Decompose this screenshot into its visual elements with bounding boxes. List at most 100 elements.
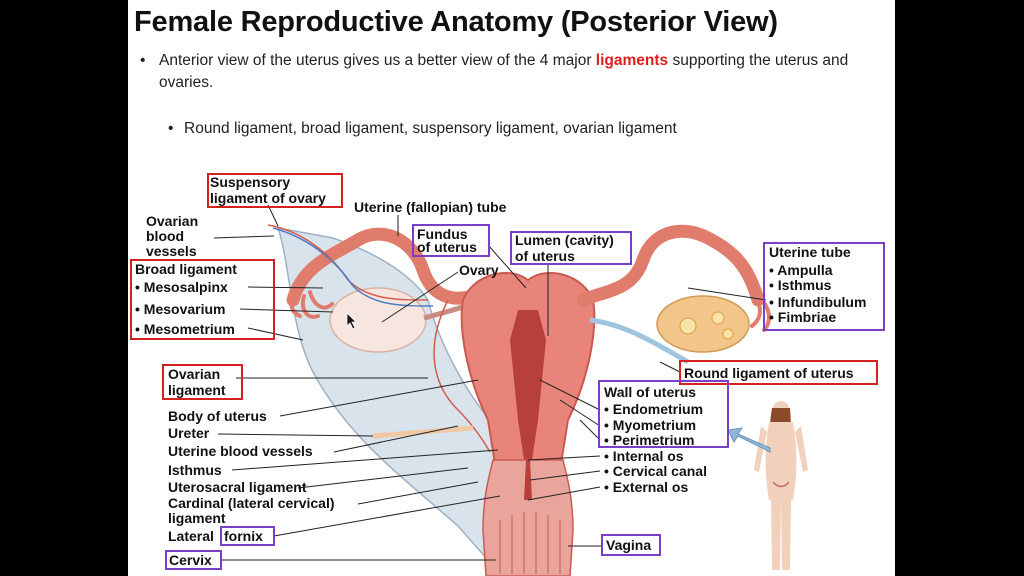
label-uterine-tube-box: Uterine tube bbox=[769, 244, 851, 260]
bullet-ligament-list-text: Round ligament, broad ligament, suspenso… bbox=[184, 120, 677, 137]
label-ovarian-vessels-3: vessels bbox=[146, 243, 197, 259]
leader-lateral-fornix bbox=[273, 495, 501, 537]
label-ovarian-ligament-1: Ovarian bbox=[168, 366, 220, 382]
label-uterine-tube: Uterine (fallopian) tube bbox=[354, 199, 507, 215]
label-ovarian-ligament-2: ligament bbox=[168, 382, 226, 398]
leader-round-ligament bbox=[659, 361, 681, 373]
label-perimetrium: • Perimetrium bbox=[604, 432, 695, 448]
label-ovary: Ovary bbox=[459, 262, 499, 278]
mouse-cursor bbox=[346, 312, 357, 330]
leader-body-of-uterus bbox=[279, 379, 479, 417]
ligaments-highlight: ligaments bbox=[595, 52, 669, 69]
label-cardinal-2: ligament bbox=[168, 510, 226, 526]
leader-ovary bbox=[381, 271, 459, 323]
label-lateral: Lateral bbox=[168, 528, 214, 544]
box-fundus bbox=[412, 224, 490, 257]
ureter-tube bbox=[372, 425, 474, 439]
label-lumen-1: Lumen (cavity) bbox=[515, 232, 614, 248]
bullet-intro-text: Anterior view of the uterus gives us a b… bbox=[140, 50, 888, 94]
label-infundibulum: • Infundibulum bbox=[769, 294, 866, 310]
posterior-figure bbox=[754, 401, 808, 570]
right-ovary bbox=[656, 295, 750, 353]
label-mesosalpinx: • Mesosalpinx bbox=[135, 279, 228, 295]
box-ovarian-ligament bbox=[162, 364, 243, 400]
figure-arrow bbox=[727, 427, 771, 453]
labels: Suspensory ligament of ovary Uterine (fa… bbox=[135, 174, 866, 568]
label-endometrium: • Endometrium bbox=[604, 401, 703, 417]
box-broad-ligament bbox=[130, 259, 275, 340]
follicle bbox=[679, 317, 697, 335]
label-round-ligament: Round ligament of uterus bbox=[684, 365, 854, 381]
label-ovarian-vessels-2: blood bbox=[146, 228, 184, 244]
cervical-canal bbox=[524, 460, 532, 500]
bullet-intro-after: supporting the uterus and ovaries. bbox=[159, 52, 849, 91]
box-vagina bbox=[601, 534, 661, 556]
label-wall-of-uterus: Wall of uterus bbox=[604, 384, 696, 400]
left-fimbriae bbox=[289, 288, 334, 319]
anatomy-diagram: Suspensory ligament of ovary Uterine (fa… bbox=[130, 173, 885, 576]
label-ovarian-vessels-1: Ovarian bbox=[146, 213, 198, 229]
leader-uterine-vessels bbox=[333, 425, 459, 453]
label-ampulla: • Ampulla bbox=[769, 262, 833, 278]
label-suspensory-2: ligament of ovary bbox=[210, 190, 326, 206]
leader-uterine-tube-box bbox=[687, 287, 767, 301]
ovarian-vessel-blue bbox=[272, 227, 434, 307]
bullet-intro-before: Anterior view of the uterus gives us a b… bbox=[159, 52, 596, 69]
label-mesovarium: • Mesovarium bbox=[135, 301, 226, 317]
bullet-dot: • bbox=[140, 52, 146, 69]
leader-perimetrium bbox=[579, 419, 601, 441]
leader-ureter bbox=[217, 433, 374, 437]
leader-internal-os bbox=[527, 455, 601, 461]
uterine-vessel bbox=[433, 299, 491, 453]
label-cardinal-1: Cardinal (lateral cervical) bbox=[168, 495, 335, 511]
leader-cardinal bbox=[357, 481, 479, 505]
leader-mesosalpinx bbox=[247, 286, 324, 289]
label-external-os: • External os bbox=[604, 479, 688, 495]
box-cervix bbox=[165, 550, 222, 570]
leader-isthmus bbox=[231, 449, 499, 471]
slide-title: Female Reproductive Anatomy (Posterior V… bbox=[134, 6, 778, 38]
label-mesometrium: • Mesometrium bbox=[135, 321, 235, 337]
leader-mesovarium bbox=[239, 308, 334, 313]
box-uterine-tube bbox=[763, 242, 885, 331]
label-body-of-uterus: Body of uterus bbox=[168, 408, 267, 424]
label-isthmus-tube: • Isthmus bbox=[769, 277, 832, 293]
label-lumen-2: of uterus bbox=[515, 248, 575, 264]
follicle bbox=[711, 311, 725, 325]
leader-ovarian-vessels bbox=[213, 235, 275, 239]
label-vagina: Vagina bbox=[606, 537, 651, 553]
bullet-dot: • bbox=[168, 120, 174, 137]
label-ureter: Ureter bbox=[168, 425, 210, 441]
uterus-lumen bbox=[510, 310, 546, 460]
right-round-ligament bbox=[589, 317, 690, 365]
leader-mesometrium bbox=[247, 327, 304, 341]
left-ovary bbox=[329, 287, 427, 353]
leader-external-os bbox=[527, 486, 601, 501]
bullet-ligament-list: • Round ligament, broad ligament, suspen… bbox=[168, 118, 888, 140]
label-fornix: fornix bbox=[224, 528, 263, 544]
follicle bbox=[722, 328, 734, 340]
label-uterine-blood-vessels: Uterine blood vessels bbox=[168, 443, 313, 459]
leader-uterosacral bbox=[297, 467, 469, 489]
label-isthmus: Isthmus bbox=[168, 462, 222, 478]
label-fundus-1: Fundus bbox=[417, 226, 468, 242]
box-round-ligament bbox=[679, 360, 878, 385]
box-fornix bbox=[220, 526, 275, 546]
slide: Female Reproductive Anatomy (Posterior V… bbox=[128, 0, 895, 576]
leader-myometrium bbox=[559, 399, 601, 427]
leader-fundus bbox=[487, 244, 527, 289]
leader-cervical-canal bbox=[529, 470, 601, 481]
leader-suspensory bbox=[267, 204, 279, 227]
box-suspensory-ligament bbox=[207, 173, 343, 208]
leader-endometrium bbox=[539, 379, 601, 411]
label-fimbriae: • Fimbriae bbox=[769, 309, 836, 325]
label-internal-os: • Internal os bbox=[604, 448, 684, 464]
vaginal-rugae bbox=[499, 512, 561, 574]
box-wall-of-uterus bbox=[598, 380, 729, 448]
leader-lines bbox=[213, 204, 767, 561]
left-fallopian-tube bbox=[286, 227, 495, 307]
label-cervical-canal: • Cervical canal bbox=[604, 463, 707, 479]
label-myometrium: • Myometrium bbox=[604, 417, 696, 433]
label-cervix: Cervix bbox=[169, 552, 212, 568]
label-fundus-2: of uterus bbox=[417, 239, 477, 255]
